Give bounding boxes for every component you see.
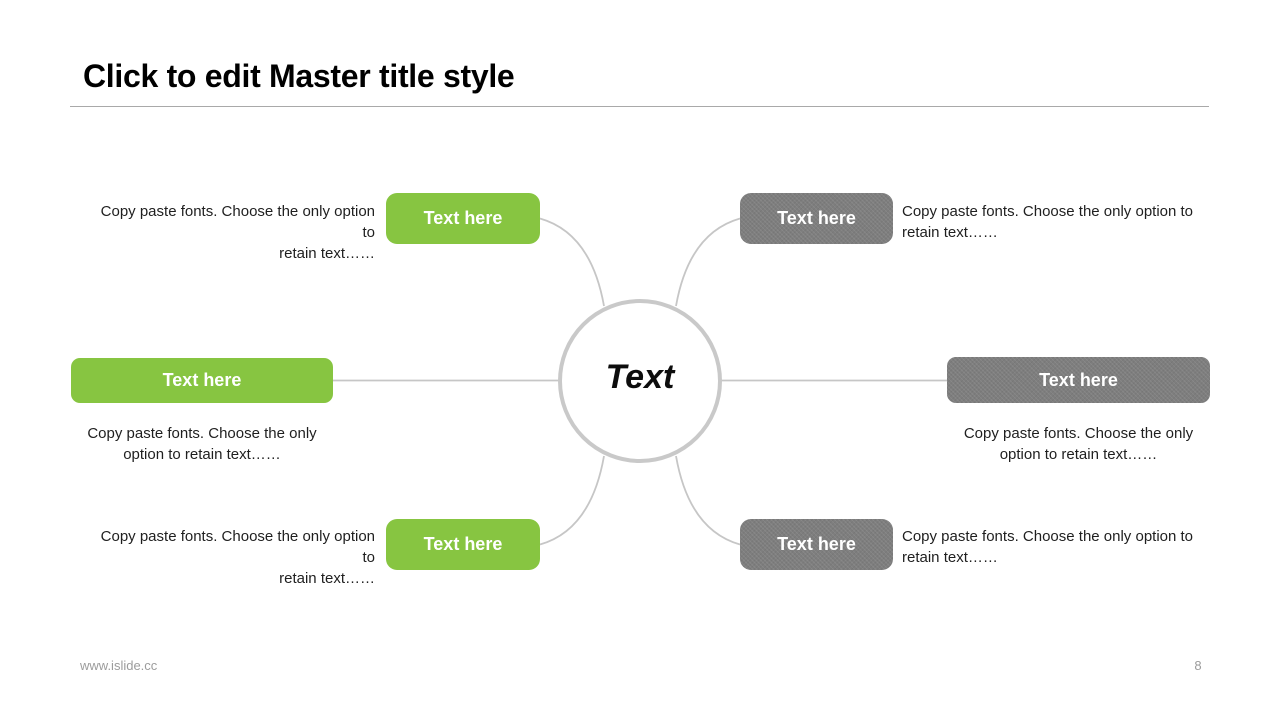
node-label: Text here xyxy=(423,208,503,228)
description-line: retain text…… xyxy=(279,570,375,587)
description-line: Copy paste fonts. Choose the only option… xyxy=(100,528,375,566)
node-description-bottom-right[interactable]: Copy paste fonts. Choose the only option… xyxy=(902,526,1194,568)
node-box-top-right[interactable]: Text here xyxy=(740,193,893,244)
description-line: Copy paste fonts. Choose the only xyxy=(87,425,317,442)
node-label: Text here xyxy=(423,534,503,554)
node-label: Text here xyxy=(162,370,242,390)
description-line: retain text…… xyxy=(279,245,375,262)
node-box-bottom-right[interactable]: Text here xyxy=(740,519,893,570)
node-label: Text here xyxy=(777,534,856,554)
node-label: Text here xyxy=(1039,369,1118,390)
title-separator xyxy=(70,106,1209,107)
node-box-middle-right[interactable]: Text here xyxy=(947,357,1210,403)
footer-url: www.islide.cc xyxy=(80,658,158,673)
page-number: 8 xyxy=(1194,658,1202,673)
center-circle[interactable] xyxy=(558,299,722,463)
node-box-middle-left[interactable]: Text here xyxy=(71,358,333,403)
description-line: option to retain text…… xyxy=(999,446,1158,463)
slide-title[interactable]: Click to edit Master title style xyxy=(83,58,515,94)
connector-bottom-left xyxy=(539,455,605,546)
description-line: Copy paste fonts. Choose the only option… xyxy=(902,528,1194,545)
node-description-bottom-left[interactable]: Copy paste fonts. Choose the only option… xyxy=(85,526,375,589)
description-line: retain text…… xyxy=(902,224,998,241)
node-description-top-left[interactable]: Copy paste fonts. Choose the only option… xyxy=(85,201,375,264)
connector-top-right xyxy=(675,217,741,307)
description-line: Copy paste fonts. Choose the only xyxy=(963,425,1194,442)
node-description-top-right[interactable]: Copy paste fonts. Choose the only option… xyxy=(902,201,1194,243)
connector-top-left xyxy=(539,217,605,307)
node-box-bottom-left[interactable]: Text here xyxy=(386,519,540,570)
description-line: Copy paste fonts. Choose the only option… xyxy=(100,203,375,241)
node-label: Text here xyxy=(777,208,856,228)
description-line: option to retain text…… xyxy=(123,446,281,463)
node-box-top-left[interactable]: Text here xyxy=(386,193,540,244)
description-line: Copy paste fonts. Choose the only option… xyxy=(902,203,1194,220)
node-description-middle-left[interactable]: Copy paste fonts. Choose the only option… xyxy=(58,423,346,465)
connector-bottom-right xyxy=(675,455,741,546)
center-label[interactable]: Text xyxy=(605,358,675,396)
description-line: retain text…… xyxy=(902,549,998,566)
node-description-middle-right[interactable]: Copy paste fonts. Choose the only option… xyxy=(940,423,1217,465)
